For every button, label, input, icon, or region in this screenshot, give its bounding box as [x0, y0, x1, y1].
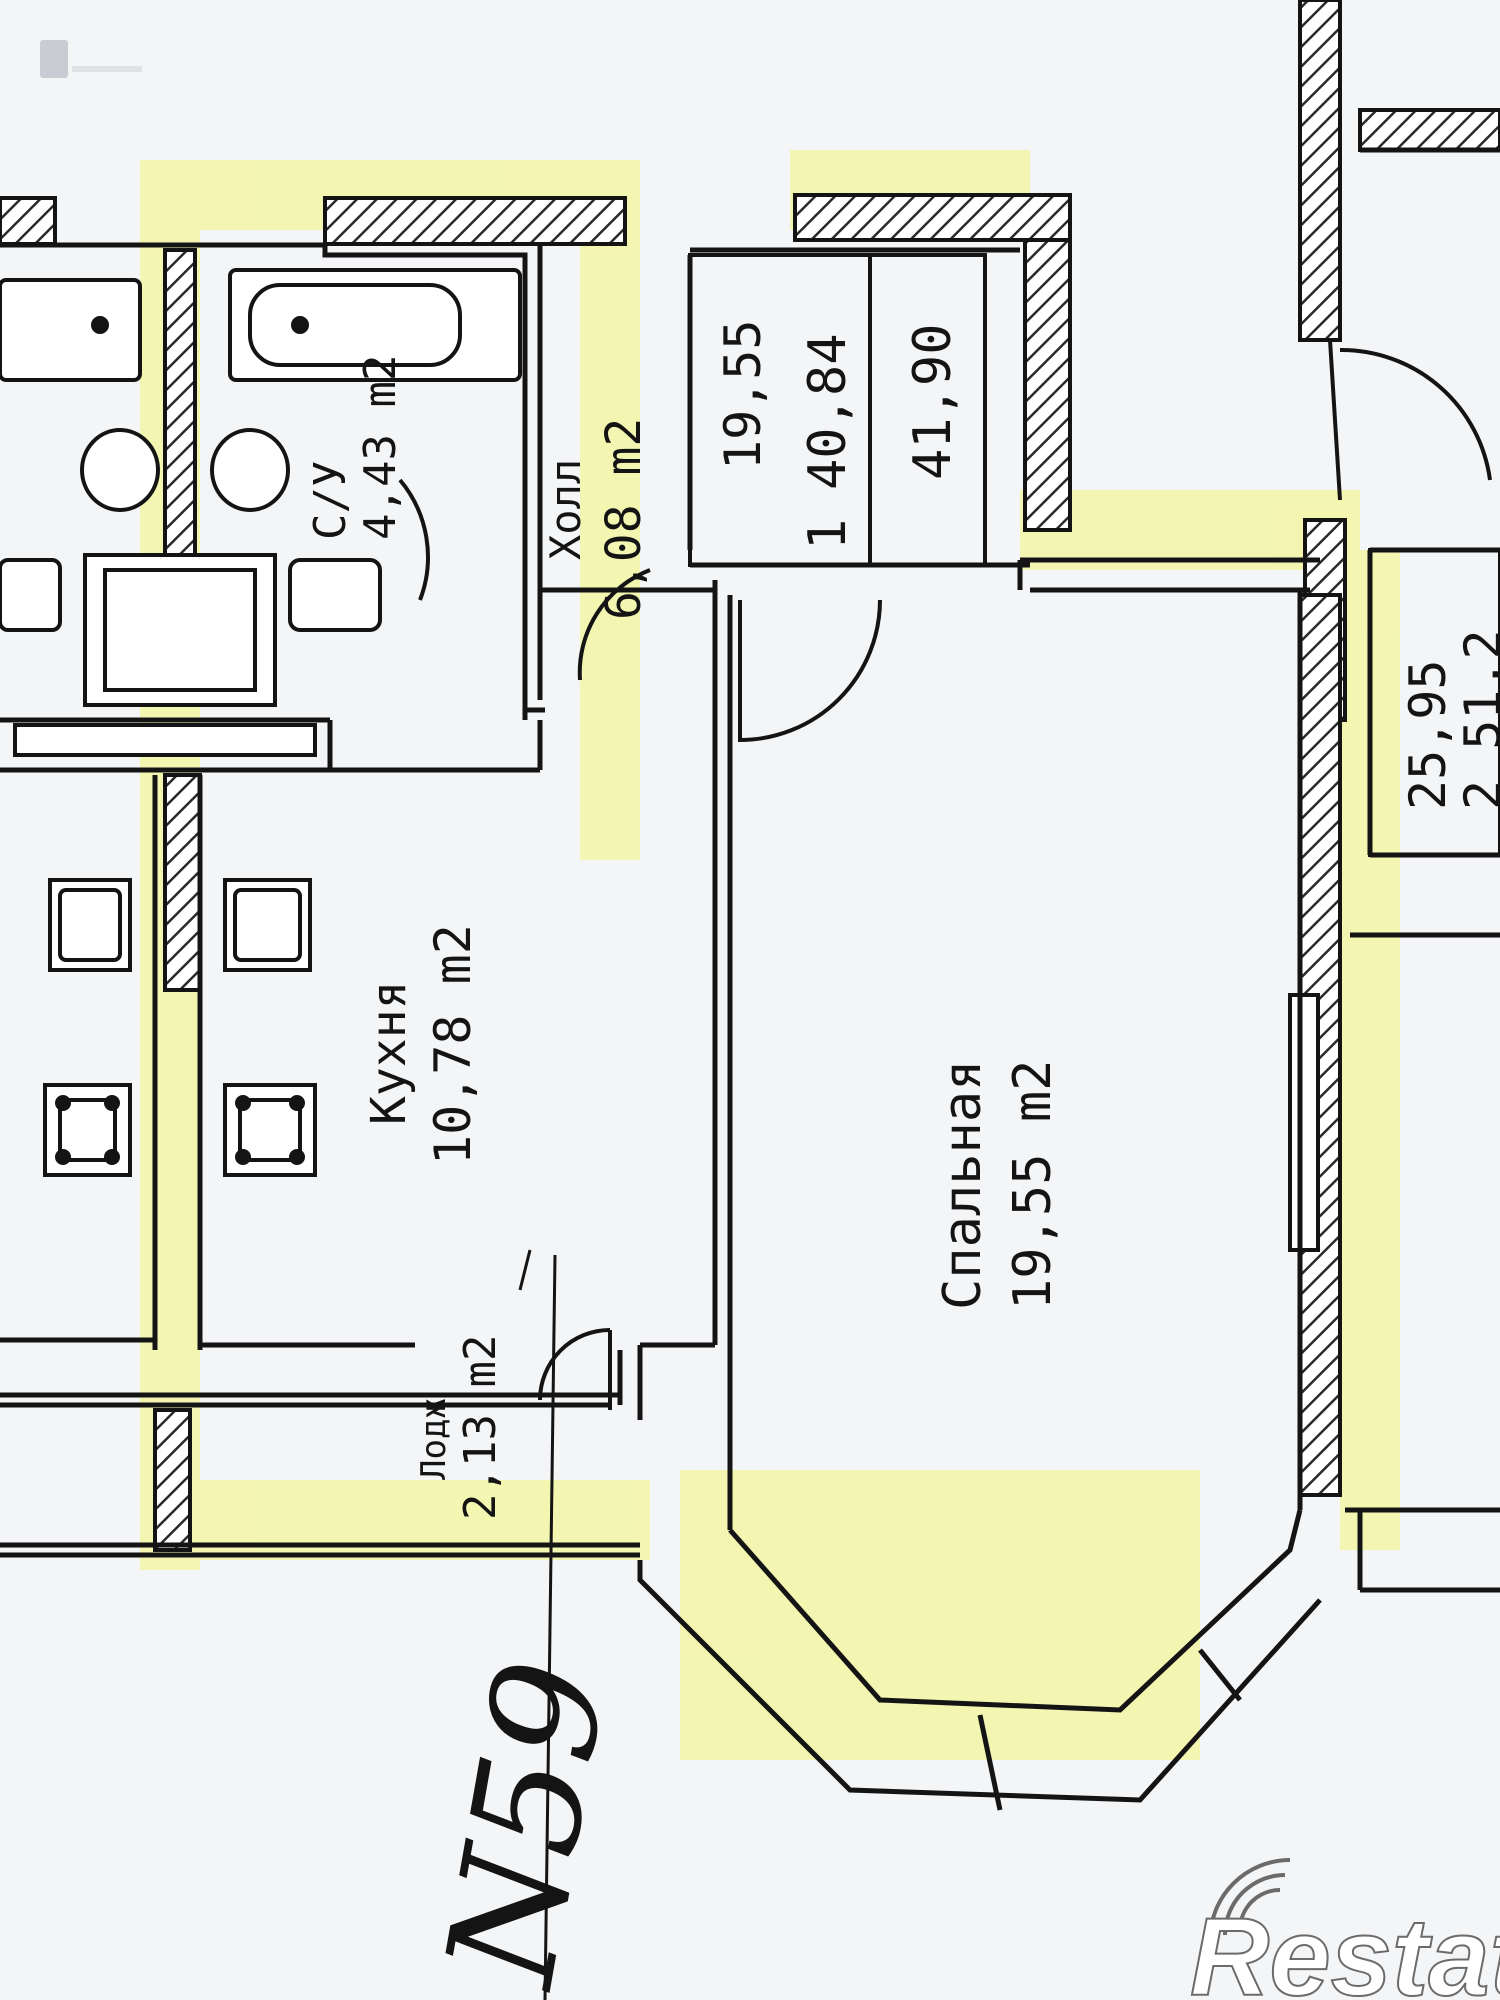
bath-counter: [13, 723, 317, 757]
bathroom-label: С/У 4,43 m2: [305, 355, 406, 540]
bathroom-fixtures: [0, 268, 522, 757]
svg-text:40,84: 40,84: [798, 333, 858, 490]
hall-door-swing: [577, 568, 651, 681]
loggia-door-swing: [538, 1328, 611, 1401]
wall-right-hall: [1023, 238, 1072, 532]
svg-text:19,55 m2: 19,55 m2: [1003, 1060, 1063, 1310]
svg-text:4,43 m2: 4,43 m2: [355, 355, 406, 540]
svg-text:2,13 m2: 2,13 m2: [455, 1335, 506, 1520]
svg-text:1: 1: [798, 519, 858, 550]
hall-label: Холл 6,08 m2: [541, 418, 652, 620]
svg-text:19,55: 19,55: [714, 319, 772, 470]
svg-text:6,08 m2: 6,08 m2: [596, 418, 652, 620]
svg-text:Кухня: Кухня: [361, 981, 417, 1126]
neighbor-door-swing: [1339, 347, 1492, 481]
toilet-left: [0, 558, 62, 632]
toilet: [288, 558, 382, 632]
wall-top-left: [0, 196, 57, 246]
handwritten-marks: [518, 1249, 557, 2000]
svg-text:Спальная: Спальная: [933, 1060, 993, 1310]
summary-living: 19,55: [714, 319, 772, 470]
restate-signal-logo-icon: [1208, 1858, 1291, 1941]
interior-walls: [0, 147, 1500, 1811]
loggia-label: Лодж 2,13 m2: [414, 1335, 506, 1520]
svg-text:С/У: С/У: [305, 461, 356, 540]
window-bedroom-right: [1288, 993, 1320, 1252]
svg-text:25,95: 25,95: [1399, 659, 1457, 810]
svg-text:N59: N59: [414, 1649, 642, 1999]
wall-neighbor-top: [1358, 108, 1500, 152]
bathtub-left: [0, 278, 142, 382]
wall-loggia-left: [153, 1408, 192, 1552]
svg-text:Лодж: Лодж: [414, 1398, 454, 1480]
area-summary-box: [688, 253, 987, 567]
wall-right-neighbor: [1298, 0, 1342, 342]
neighbor-numbers: 25,95 2 51,2: [1399, 629, 1500, 810]
restate-watermark: Restate: [1189, 1858, 1500, 2000]
svg-text:41,90: 41,90: [903, 323, 963, 480]
corner-logo-icon: [40, 40, 142, 78]
sink: [210, 428, 290, 512]
wall-top-hall-box: [793, 193, 1072, 242]
svg-text:10,78 m2: 10,78 m2: [424, 924, 482, 1165]
bedroom-door-swing: [738, 599, 882, 743]
summary-total-with-loggia: 41,90: [903, 323, 963, 480]
summary-total: 1 40,84: [798, 333, 858, 550]
bath-door-swing: [398, 478, 430, 601]
exterior-walls: [0, 0, 1500, 1552]
kitchen-fixtures: [43, 878, 317, 1177]
kitchen-label: Кухня 10,78 m2: [361, 924, 482, 1165]
svg-text:Холл: Холл: [541, 459, 590, 560]
wall-top-bath: [323, 196, 627, 246]
apartment-number-handwritten: N59: [414, 1649, 642, 1999]
bedroom-label: Спальная 19,55 m2: [933, 1060, 1063, 1310]
neighbor-area-box: [1368, 548, 1500, 857]
wall-kitchen-partition: [163, 773, 202, 992]
svg-text:2 51,2: 2 51,2: [1454, 629, 1500, 810]
sink-left: [80, 428, 160, 512]
svg-text:Restate: Restate: [1190, 1896, 1500, 2000]
door-swings: [398, 339, 1492, 1410]
